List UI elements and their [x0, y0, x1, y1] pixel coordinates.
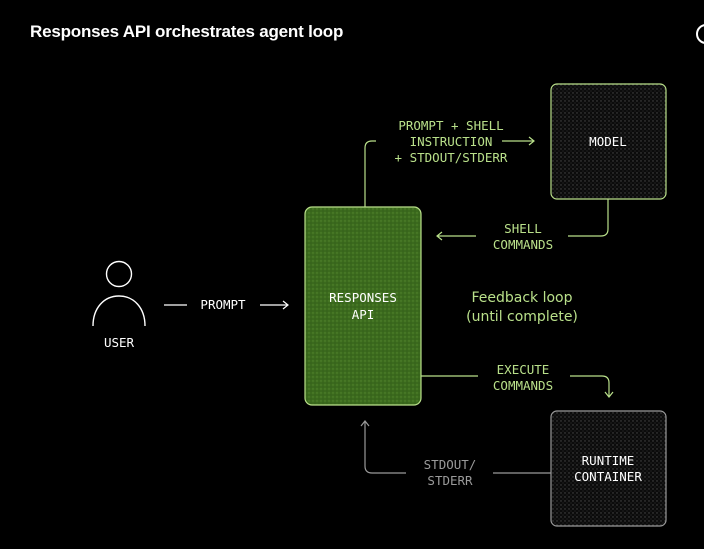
runtime-to-api-arrow: [360, 420, 551, 474]
model-label: MODEL: [589, 134, 627, 149]
responses-api-label-line1: RESPONSES: [329, 290, 397, 305]
runtime-container-label-line1: RUNTIME: [582, 453, 635, 468]
responses-api-node: [304, 206, 422, 406]
user-prompt-label: PROMPT: [200, 297, 246, 312]
shell-commands-label-line1: SHELL: [504, 221, 542, 236]
stdout-stderr-label-line2: STDERR: [427, 473, 473, 488]
to-model-label-line2: INSTRUCTION: [410, 134, 493, 149]
user-to-api-arrow: [164, 300, 289, 310]
shell-commands-label-line2: COMMANDS: [493, 237, 553, 252]
api-to-model-arrow: [364, 136, 535, 207]
api-to-runtime-arrow: [421, 375, 614, 398]
runtime-container-node: [550, 410, 667, 527]
stdout-stderr-label-line1: STDOUT/: [424, 457, 477, 472]
responses-api-label-line2: API: [352, 307, 375, 322]
logo-icon: [695, 24, 704, 44]
execute-commands-label-line2: COMMANDS: [493, 378, 553, 393]
execute-commands-label-line1: EXECUTE: [497, 362, 550, 377]
to-model-label-line3: + STDOUT/STDERR: [395, 150, 508, 165]
to-model-label-line1: PROMPT + SHELL: [398, 118, 503, 133]
feedback-loop-label-line1: Feedback loop: [471, 290, 572, 306]
model-to-api-arrow: [436, 199, 609, 241]
user-label: USER: [104, 335, 135, 350]
user-icon: [92, 260, 146, 327]
feedback-loop-label-line2: (until complete): [466, 309, 578, 325]
page-title: Responses API orchestrates agent loop: [30, 22, 344, 41]
runtime-container-label-line2: CONTAINER: [574, 469, 642, 484]
